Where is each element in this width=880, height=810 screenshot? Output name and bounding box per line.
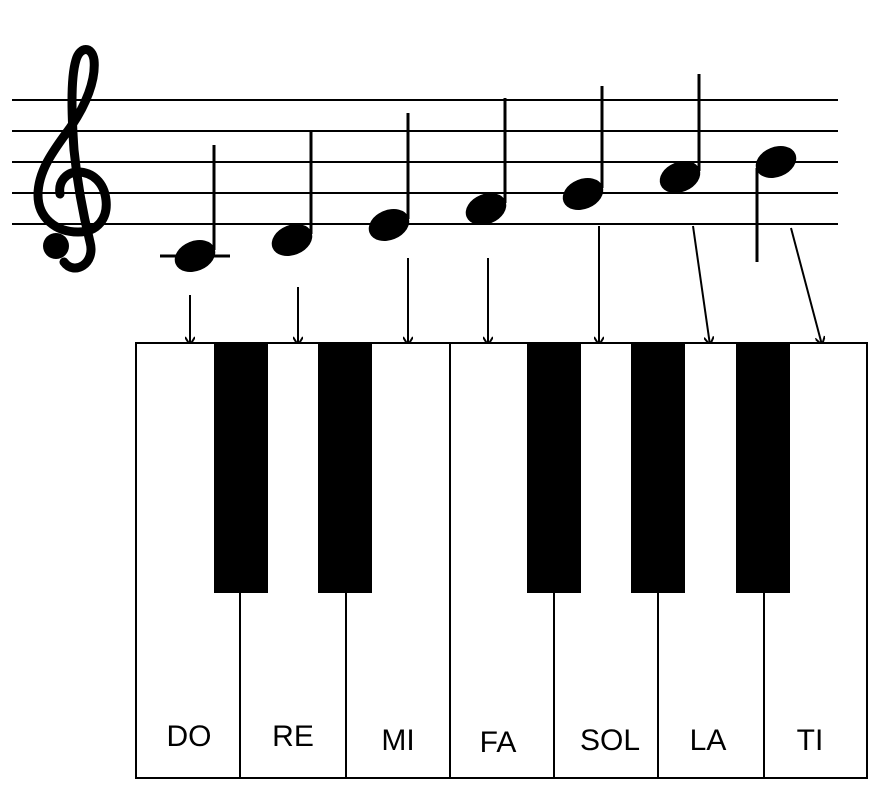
key-label-mi: MI [381, 724, 414, 757]
note-ti [755, 146, 797, 262]
note-la [659, 74, 701, 193]
key-label-fa: FA [480, 726, 517, 759]
notehead [465, 193, 507, 225]
key-label-sol: SOL [580, 724, 640, 757]
black-key [527, 343, 581, 593]
note-sol [562, 86, 604, 210]
arrow-la [692, 225, 710, 345]
note-do [160, 145, 230, 272]
notehead [174, 240, 216, 272]
key-label-do: DO [167, 720, 212, 753]
note-mi [368, 113, 410, 241]
arrows-layer [190, 225, 822, 345]
notehead [271, 224, 313, 256]
key-label-ti: TI [797, 724, 824, 757]
piano-keyboard: DO RE MI FA SOL LA TI [135, 342, 868, 779]
black-key [631, 343, 685, 593]
notes-layer [160, 74, 797, 272]
black-key [736, 343, 790, 593]
notehead [755, 146, 797, 178]
black-key [318, 343, 372, 593]
key-label-la: LA [690, 724, 727, 757]
notehead [659, 161, 701, 193]
note-fa [465, 98, 507, 225]
note-re [271, 130, 313, 256]
notehead [368, 209, 410, 241]
arrow-ti [790, 227, 822, 345]
notehead [562, 178, 604, 210]
black-key [214, 343, 268, 593]
key-label-re: RE [272, 720, 314, 753]
treble-clef-icon [33, 45, 111, 273]
music-staff [12, 99, 838, 225]
